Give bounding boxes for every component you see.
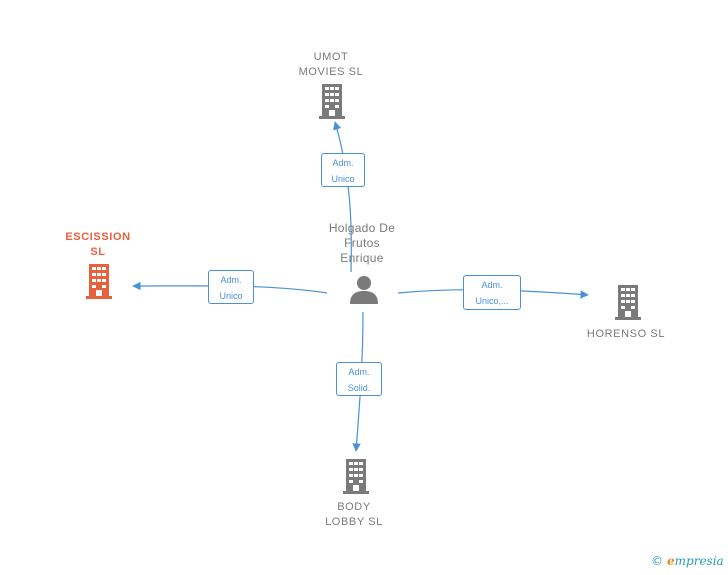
company-label-escission[interactable]: ESCISSION SL: [65, 231, 131, 258]
company-label-horenso[interactable]: HORENSO SL: [586, 328, 666, 340]
person-icon: [350, 276, 378, 304]
building-icon: [86, 264, 112, 299]
copyright-icon: ©: [651, 554, 663, 568]
role-badge-horenso: Adm. Unico,...: [463, 275, 521, 310]
person-label[interactable]: Holgado De Frutos Enrique: [328, 221, 396, 265]
role-badge-umot: Adm. Unico: [321, 153, 365, 187]
edge-to-umot: [333, 121, 352, 273]
building-icon: [343, 459, 369, 494]
brand-text: mpresia: [674, 554, 724, 568]
brand-e: e: [667, 554, 675, 568]
building-icon: [319, 84, 345, 119]
company-label-umot[interactable]: UMOT MOVIES SL: [298, 51, 364, 78]
role-badge-body: Adm. Solid.: [336, 362, 382, 396]
brand-footer[interactable]: © empresia: [651, 554, 724, 568]
building-icon: [615, 285, 641, 320]
role-badge-escission: Adm. Unico: [208, 270, 254, 304]
company-label-body[interactable]: BODY LOBBY SL: [325, 501, 383, 528]
